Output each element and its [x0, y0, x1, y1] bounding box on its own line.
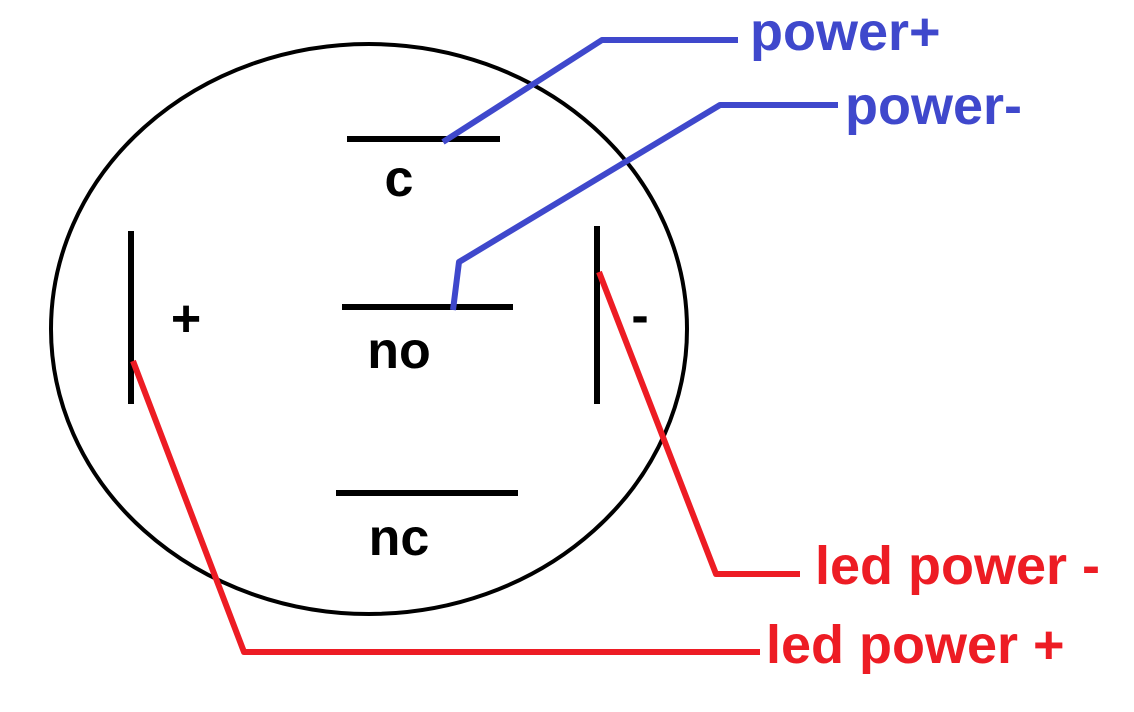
terminal-no-label: no: [367, 322, 431, 380]
led-power-minus-label: led power -: [815, 536, 1100, 596]
terminal-nc-label: nc: [369, 509, 430, 567]
led-power-plus-label: led power +: [766, 615, 1065, 675]
led-power-plus-wire: [130, 359, 760, 655]
power-minus-wire: [450, 102, 838, 311]
power-minus-label: power-: [845, 76, 1022, 136]
power-plus-wire: [441, 37, 738, 145]
power-plus-label: power+: [750, 2, 941, 62]
switch-body-outline: [49, 42, 689, 616]
led-minus-label: -: [631, 287, 648, 345]
terminal-c-label: c: [385, 150, 414, 208]
led-plus-label: +: [171, 290, 201, 348]
led-power-minus-wire: [596, 270, 800, 577]
